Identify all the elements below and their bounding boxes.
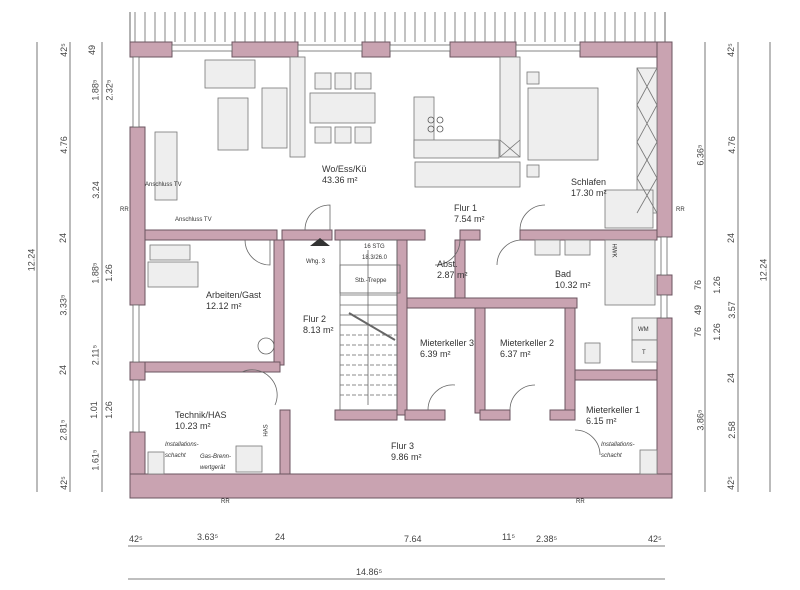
room-schlafen: Schlafen 17.30 m²	[571, 177, 607, 199]
installation-shaft-label: Installations-schacht	[165, 442, 199, 459]
room-abst: Abst. 2.87 m²	[437, 259, 468, 281]
dim-left-inner: 49	[87, 44, 98, 56]
dim-left-mid: 3.33⁵	[58, 294, 69, 316]
gas-boiler-label: Gas-Brenn-wertgerät	[200, 454, 232, 471]
dim-bottom: 24	[275, 532, 286, 542]
dim-right-inner: 49	[693, 304, 704, 316]
room-area: 9.86 m²	[391, 452, 422, 462]
room-area: 43.36 m²	[322, 175, 358, 185]
room-name: Mieterkeller 1	[586, 405, 641, 415]
dim-left-mid: 42⁵	[58, 43, 69, 57]
dim-left-mid: 24	[58, 232, 69, 244]
dim-left-mid: 42⁵	[58, 476, 69, 490]
dim-bottom: 42⁵	[129, 534, 143, 544]
dim-left-inner: 1.01	[88, 401, 99, 419]
wm-label: WM	[638, 327, 649, 333]
dim-right-inner: 1.26	[711, 276, 722, 294]
dim-right-inner: 76	[693, 279, 704, 291]
dim-left-mid: 24	[58, 364, 69, 376]
dim-left-inner: 2.32⁵	[104, 79, 115, 101]
stair-steps-label: 16 STG	[364, 244, 385, 250]
room-name: Flur 2	[303, 314, 327, 324]
room-area: 12.12 m²	[206, 301, 242, 311]
dim-left-inner: 1.26	[103, 401, 114, 419]
dim-left-mid: 4.76	[58, 136, 69, 154]
room-area: 7.54 m²	[454, 214, 485, 224]
dim-left-inner: 1.88⁵	[90, 79, 101, 101]
room-flur-3: Flur 3 9.86 m²	[391, 441, 422, 463]
dim-right-mid: 24	[726, 232, 737, 244]
dim-bottom: 2.38⁵	[536, 534, 558, 544]
room-mieterkeller-2: Mieterkeller 2 6.37 m²	[500, 338, 554, 360]
room-mieterkeller-1: Mieterkeller 1 6.15 m²	[586, 405, 640, 427]
room-name: Mieterkeller 2	[500, 338, 555, 348]
room-area: 8.13 m²	[303, 325, 334, 335]
dim-bottom-total: 14.86⁵	[356, 567, 383, 577]
room-flur-1: Flur 1 7.54 m²	[454, 203, 485, 225]
room-name: Abst.	[437, 259, 458, 269]
dim-left-mid: 2.81⁵	[58, 419, 69, 441]
dim-right-mid: 24	[726, 372, 737, 384]
room-area: 6.15 m²	[586, 416, 617, 426]
room-name: Flur 3	[391, 441, 415, 451]
entrance-marker-icon	[310, 238, 330, 246]
room-name: Arbeiten/Gast	[206, 290, 262, 300]
rr-label: RR	[576, 499, 585, 505]
room-technik-has: Technik/HAS 10.23 m²	[175, 410, 227, 432]
anschluss-tv-label: Anschluss TV	[175, 217, 212, 223]
rr-label: RR	[676, 207, 685, 213]
dim-left-inner: 3.24	[90, 181, 101, 199]
room-name: Wo/Ess/Kü	[322, 164, 367, 174]
room-area: 10.23 m²	[175, 421, 211, 431]
dim-left-inner: 1.61⁵	[90, 449, 101, 471]
room-area: 10.32 m²	[555, 280, 591, 290]
rr-label: RR	[221, 499, 230, 505]
room-area: 6.39 m²	[420, 349, 451, 359]
stair-type-label: Stb.-Treppe	[355, 278, 387, 284]
dim-right-inner: 1.26	[711, 323, 722, 341]
room-area: 2.87 m²	[437, 270, 468, 280]
room-arbeiten-gast: Arbeiten/Gast 12.12 m²	[206, 290, 261, 312]
rr-label: RR	[120, 207, 129, 213]
dim-right-inner: 6.36⁵	[695, 144, 706, 166]
room-bad: Bad 10.32 m²	[555, 269, 591, 291]
room-name: Flur 1	[454, 203, 478, 213]
dim-right-mid: 2.58	[726, 421, 737, 439]
dim-bottom: 11⁵	[502, 532, 516, 542]
dim-right-outer: 12.24	[758, 258, 769, 282]
stair-ratio-label: 18.3/26.0	[362, 255, 388, 261]
room-area: 6.37 m²	[500, 349, 531, 359]
anschluss-tv-label: Anschluss TV	[145, 182, 182, 188]
dim-left-outer: 12.24	[26, 248, 37, 272]
room-area: 17.30 m²	[571, 188, 607, 198]
dim-left-inner: 1.88⁵	[90, 262, 101, 284]
t-label: T	[642, 350, 646, 356]
dim-right-mid: 42⁵	[725, 476, 736, 490]
dim-bottom: 3.63⁵	[197, 532, 219, 542]
room-wo-ess-kue: Wo/Ess/Kü 43.36 m²	[322, 164, 366, 186]
room-flur-2: Flur 2 8.13 m²	[303, 314, 334, 336]
room-name: Technik/HAS	[175, 410, 227, 420]
roof-overhang	[130, 12, 665, 42]
room-mieterkeller-3: Mieterkeller 3 6.39 m²	[420, 338, 474, 360]
dim-left-inner: 1.26	[103, 264, 114, 282]
room-name: Bad	[555, 269, 572, 279]
dim-right-mid: 42⁵	[725, 43, 736, 57]
dim-right-inner: 76	[693, 326, 704, 338]
dim-bottom: 7.64	[404, 534, 422, 544]
whg-label: Whg. 3	[306, 259, 326, 265]
dim-right-inner: 3.86⁵	[695, 409, 706, 431]
room-name: Mieterkeller 3	[420, 338, 475, 348]
room-name: Schlafen	[571, 177, 607, 187]
dim-bottom: 42⁵	[648, 534, 662, 544]
installation-shaft-label: Installations-schacht	[601, 442, 635, 459]
dim-right-mid: 3.57	[726, 301, 737, 319]
dim-right-mid: 4.76	[726, 136, 737, 154]
dim-left-inner: 2.11⁵	[90, 344, 101, 366]
